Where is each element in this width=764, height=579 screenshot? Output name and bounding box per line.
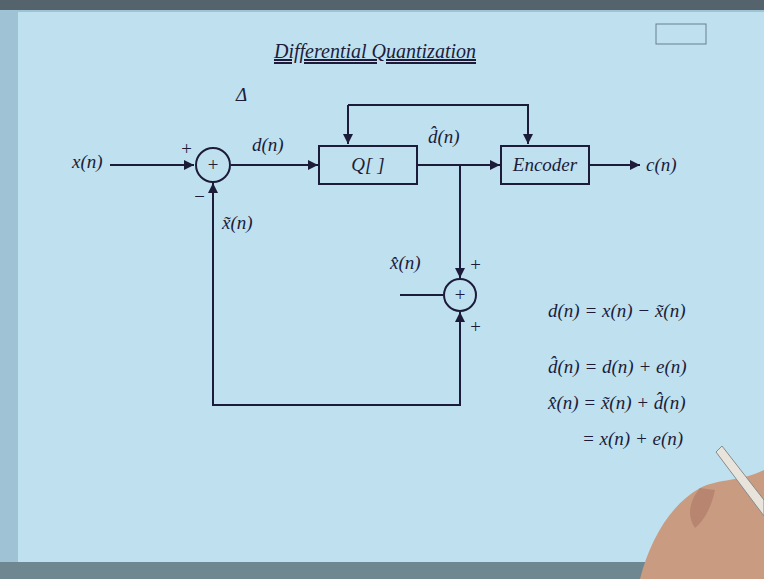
- sign-mark: −: [193, 186, 206, 209]
- signal-name: x(n): [72, 151, 103, 174]
- top-strip: [0, 0, 764, 10]
- equation: d(n) = x(n) − x̃(n): [548, 300, 685, 323]
- summing-junction: +: [443, 278, 477, 312]
- pen: [716, 446, 764, 516]
- block-name: Encoder: [513, 154, 577, 177]
- junction-circle: [196, 148, 230, 182]
- block-name: Q[ ]: [351, 154, 384, 177]
- equation: = x(n) + e(n): [582, 428, 683, 451]
- signal-wire: [213, 183, 460, 405]
- encoder-box: Encoder: [500, 145, 590, 185]
- signal-name: x̃(n): [222, 212, 253, 235]
- signal-name: d(n): [252, 134, 284, 157]
- equation: x̂(n) = x̃(n) + d̂(n): [548, 392, 685, 415]
- step-size: Δ: [236, 84, 247, 107]
- sign-mark: +: [180, 138, 193, 161]
- output-wire: [400, 294, 443, 296]
- signal-name: x̂(n): [390, 252, 421, 275]
- quantizer-box: Q[ ]: [318, 145, 418, 185]
- equation: d̂(n) = d(n) + e(n): [548, 356, 687, 379]
- board-panel: [18, 12, 764, 562]
- signal-wire: [418, 165, 460, 278]
- signal-name: c(n): [646, 154, 677, 177]
- signal-name: d̂(n): [428, 126, 460, 149]
- stamp-box: [656, 24, 706, 44]
- input-wire: [110, 164, 194, 166]
- junction-circle: [444, 279, 476, 311]
- sum-sign: +: [454, 284, 467, 307]
- output-wire: [590, 164, 640, 166]
- summing-junction: +: [195, 147, 231, 183]
- sign-mark: +: [469, 254, 482, 277]
- sum-sign: +: [207, 154, 220, 177]
- step-wire: [347, 105, 349, 144]
- sign-mark: +: [469, 316, 482, 339]
- hand: [690, 488, 715, 528]
- slide-title: Differential Quantization: [274, 40, 476, 63]
- signal-wire: [231, 164, 318, 166]
